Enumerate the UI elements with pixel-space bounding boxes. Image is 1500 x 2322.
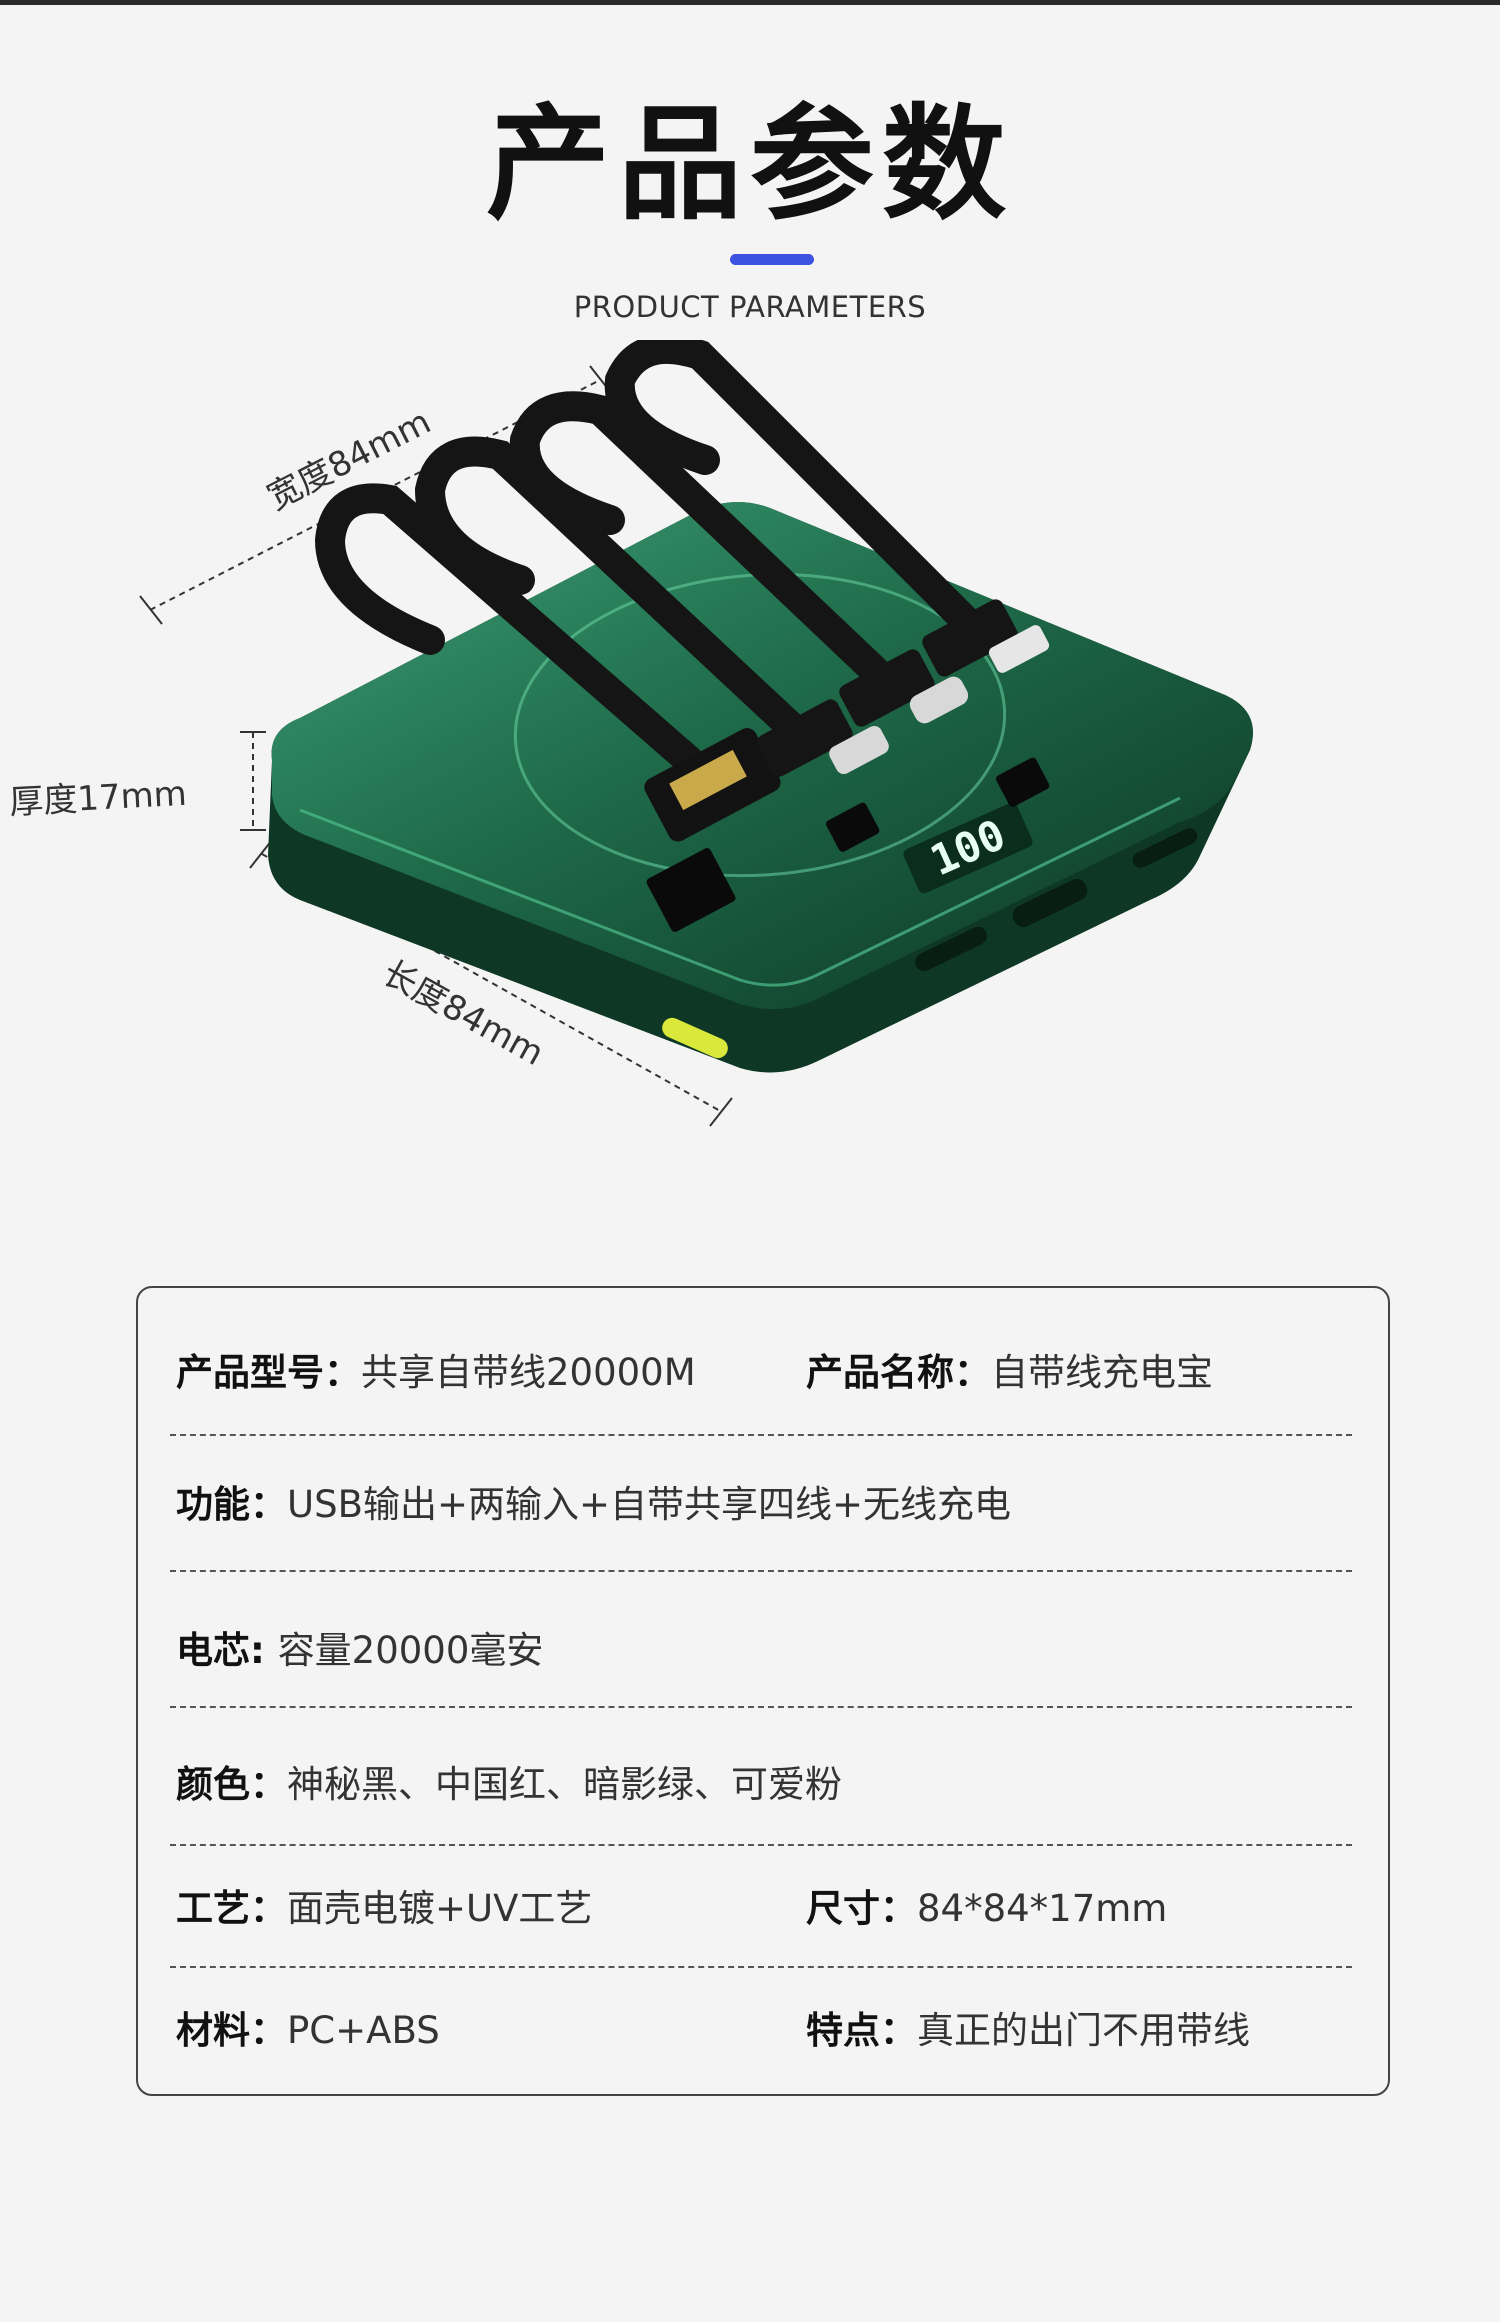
spec-row-craft: 工艺：面壳电镀+UV工艺 尺寸：84*84*17mm [176, 1884, 1356, 1934]
page-title: 产品参数 [485, 93, 1014, 237]
spec-name-label: 产品名称： [806, 1351, 991, 1394]
row-divider [170, 1570, 1352, 1572]
spec-color-label: 颜色： [176, 1763, 287, 1806]
spec-row-function: 功能：USB输出+两输入+自带共享四线+无线充电 [176, 1480, 1356, 1530]
page-subtitle: PRODUCT PARAMETERS [573, 290, 927, 324]
row-divider [170, 1844, 1352, 1846]
spec-size-value: 84*84*17mm [917, 1887, 1168, 1930]
spec-cell-value: 容量20000毫安 [277, 1629, 544, 1672]
cable-connectors [644, 599, 1050, 932]
spec-material-label: 材料： [176, 2009, 287, 2052]
spec-row-color: 颜色：神秘黑、中国红、暗影绿、可爱粉 [176, 1760, 1356, 1810]
row-divider [170, 1434, 1352, 1436]
top-bar [0, 0, 1500, 5]
title-accent-bar [730, 254, 814, 265]
spec-name-cell: 产品名称：自带线充电宝 [806, 1348, 1213, 1398]
spec-function-value: USB输出+两输入+自带共享四线+无线充电 [287, 1483, 1011, 1526]
spec-feature-label: 特点： [806, 2009, 917, 2052]
product-figure: 宽度84mm 厚度17mm 长度84mm 100 [0, 333, 1500, 1160]
spec-size-cell: 尺寸：84*84*17mm [806, 1884, 1167, 1934]
row-divider [170, 1706, 1352, 1708]
spec-name-value: 自带线充电宝 [991, 1351, 1213, 1394]
spec-row-material: 材料：PC+ABS 特点：真正的出门不用带线 [176, 2006, 1356, 2056]
spec-model-label: 产品型号： [176, 1351, 361, 1394]
spec-function-label: 功能： [176, 1483, 287, 1526]
spec-table: 产品型号：共享自带线20000M 产品名称：自带线充电宝 功能：USB输出+两输… [136, 1286, 1390, 2096]
spec-cell-label: 电芯: [176, 1629, 278, 1672]
row-divider [170, 1966, 1352, 1968]
spec-color-value: 神秘黑、中国红、暗影绿、可爱粉 [287, 1763, 842, 1806]
spec-material-value: PC+ABS [287, 2009, 440, 2052]
built-in-cables [314, 333, 990, 785]
thickness-label: 厚度17mm [8, 774, 187, 823]
spec-craft-label: 工艺： [176, 1887, 287, 1930]
power-bank-illustration: 宽度84mm 厚度17mm 长度84mm 100 [8, 333, 1253, 1127]
spec-size-label: 尺寸： [806, 1887, 917, 1930]
spec-feature-value: 真正的出门不用带线 [917, 2009, 1250, 2052]
spec-craft-value: 面壳电镀+UV工艺 [287, 1887, 593, 1930]
spec-row-cell: 电芯: 容量20000毫安 [176, 1626, 1356, 1676]
spec-model-value: 共享自带线20000M [361, 1351, 696, 1394]
spec-feature-cell: 特点：真正的出门不用带线 [806, 2006, 1250, 2056]
thickness-dimension: 厚度17mm [8, 731, 266, 831]
spec-row-model: 产品型号：共享自带线20000M 产品名称：自带线充电宝 [176, 1348, 1356, 1398]
